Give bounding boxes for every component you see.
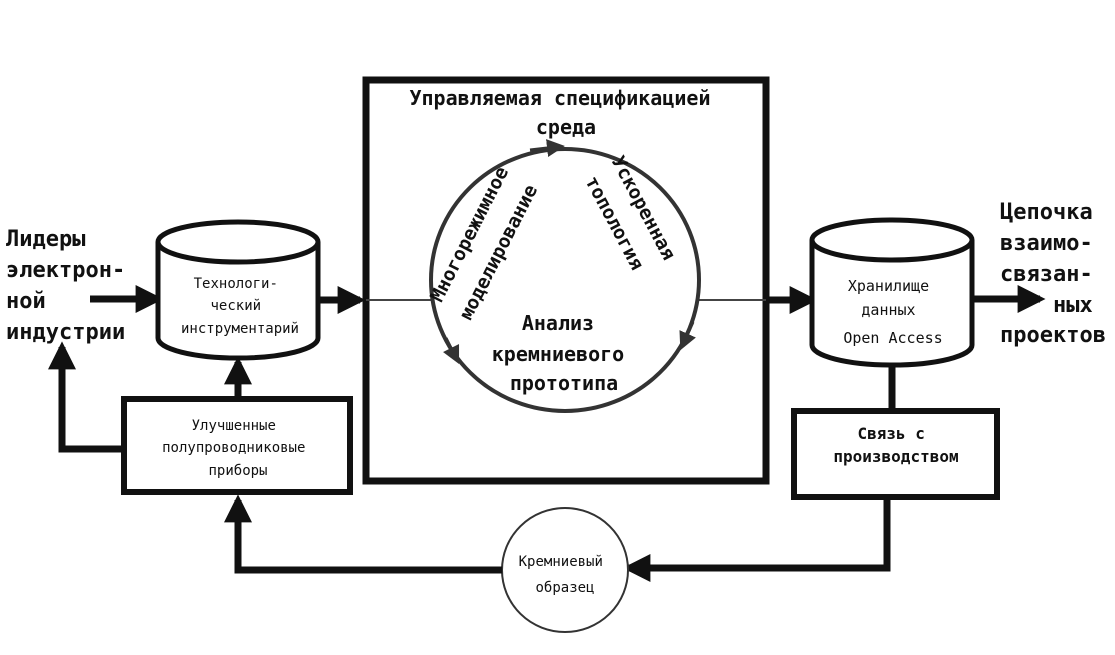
right-label: Цепочка взаимо- связан- ных проектов [1000,200,1106,348]
cycle-arrow-top [529,139,565,157]
production-link-box [791,408,1000,500]
left-label-line: Лидеры [6,227,85,252]
environment-title: Управляемая спецификацией среда [409,86,722,139]
left-label-line: индустрии [6,320,125,345]
analysis-label: Анализ кремниевого прототипа [492,311,637,395]
design-cycle-circle [429,147,701,413]
arrow-production-to-sample [622,497,891,582]
production-link-label: Связь с производством [833,424,958,466]
storage-cylinder [809,217,975,368]
silicon-sample-label: Кремниевый образец [519,554,612,596]
arrow-devices-to-leaders [48,341,124,453]
left-label: Лидеры электрон- ной индустрии [6,227,138,345]
silicon-sample-circle [501,507,629,633]
left-label-line: ной [6,289,46,314]
environment-box [362,76,770,485]
arrow-sample-to-devices [224,494,502,574]
tech-tools-cylinder [155,219,321,361]
storage-label: Хранилище данных Open Access [843,277,942,347]
left-label-line: электрон- [6,258,125,283]
cycle-arrow-right [679,321,696,351]
cycle-arrow-left [442,337,460,365]
improved-devices-label: Улучшенные полупроводниковые приборы [162,418,314,479]
tech-tools-label: Технологи- ческий инструментарий [181,276,299,337]
